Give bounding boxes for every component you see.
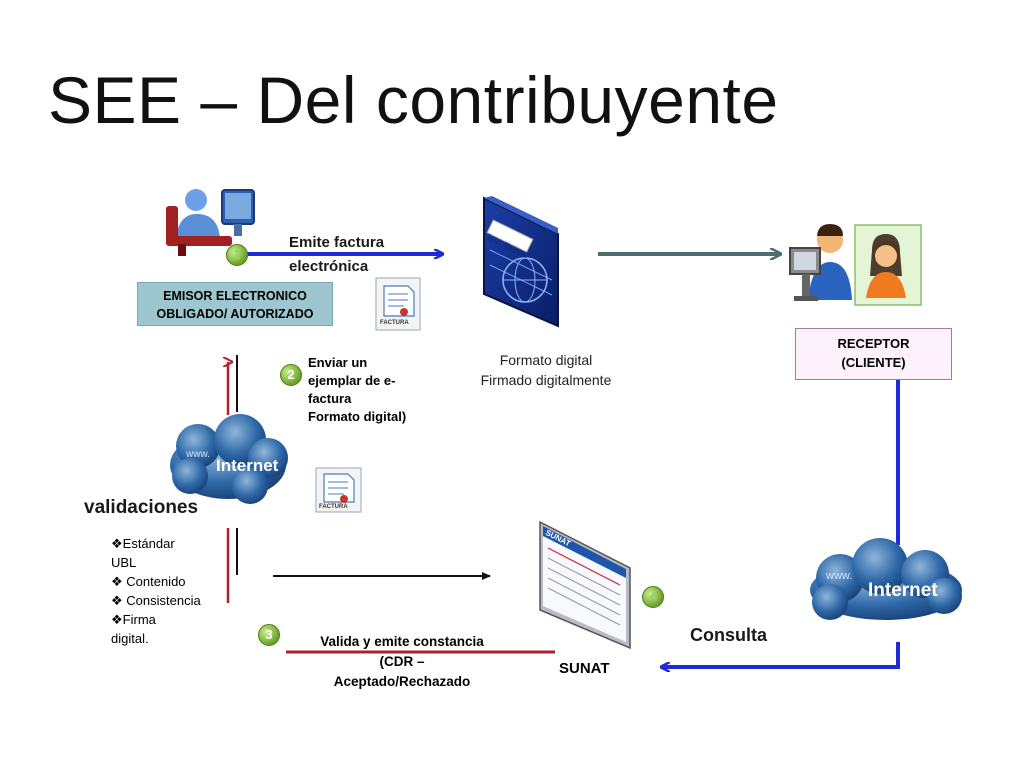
step1-label-line2: electrónica [289, 258, 369, 275]
step-badge-1: 1 [226, 244, 248, 266]
validaciones-item: ❖ Contenido [111, 574, 186, 589]
step2-line3: factura [308, 391, 352, 406]
receptor-users-icon [789, 224, 922, 306]
step-badge-2: 2 [280, 364, 302, 386]
receptor-box: RECEPTOR (CLIENTE) [795, 328, 952, 380]
factura-label-2: FACTURA [319, 504, 348, 510]
step-badge-3: 3 [258, 624, 280, 646]
internet-cloud-icon [170, 414, 288, 504]
step1-label-line1: Emite factura [289, 234, 385, 251]
factura-label-1: FACTURA [380, 320, 409, 326]
step2-line4: Formato digital) [308, 409, 407, 424]
formato-line2: Firmado digitalmente [480, 372, 612, 388]
emisor-box: EMISOR ELECTRONICO OBLIGADO/ AUTORIZADO [137, 282, 333, 326]
validaciones-item: digital. [111, 631, 149, 646]
step3-line1: Valida y emite constancia [320, 634, 484, 649]
validaciones-item: ❖ Consistencia [111, 593, 201, 608]
sunat-label: SUNAT [559, 660, 610, 677]
step-badge-4: 4 [642, 586, 664, 608]
internet-cloud-label-right: Internet [868, 580, 938, 601]
factura-document-icon [375, 277, 421, 331]
receptor-line2: (CLIENTE) [841, 355, 906, 370]
arrow-consulta [662, 642, 900, 667]
step2-line2: ejemplar de e- [308, 373, 396, 388]
sunat-website-icon [539, 520, 631, 650]
validaciones-item: ❖Estándar [111, 536, 175, 551]
consulta-label: Consulta [690, 625, 768, 645]
step3-line3: Aceptado/Rechazado [333, 674, 471, 689]
formato-line1: Formato digital [499, 352, 593, 368]
validaciones-heading: validaciones [84, 497, 199, 518]
validaciones-item: UBL [111, 555, 137, 570]
www-label-left: www. [186, 449, 210, 460]
factura-document-icon [315, 467, 362, 513]
step3-line2: (CDR – [379, 654, 425, 669]
validaciones-item: ❖Firma [111, 612, 156, 627]
web-browser-icon [483, 196, 559, 328]
step2-label: Enviar un ejemplar de e- factura Formato… [308, 354, 422, 426]
formato-digital-label: Formato digital Firmado digitalmente [454, 350, 638, 390]
internet-cloud-label-left: Internet [216, 456, 279, 475]
www-label-right: www. [826, 570, 853, 582]
page-title: SEE – Del contribuyente [48, 63, 779, 137]
computer-user-icon [166, 189, 255, 256]
step3-label: Valida y emite constancia (CDR – Aceptad… [300, 632, 504, 692]
internet-cloud-icon [810, 538, 962, 620]
step2-line1: Enviar un [308, 355, 368, 370]
receptor-line1: RECEPTOR [837, 336, 910, 351]
validaciones-list: ❖Estándar UBL ❖ Contenido ❖ Consistencia… [111, 534, 221, 648]
